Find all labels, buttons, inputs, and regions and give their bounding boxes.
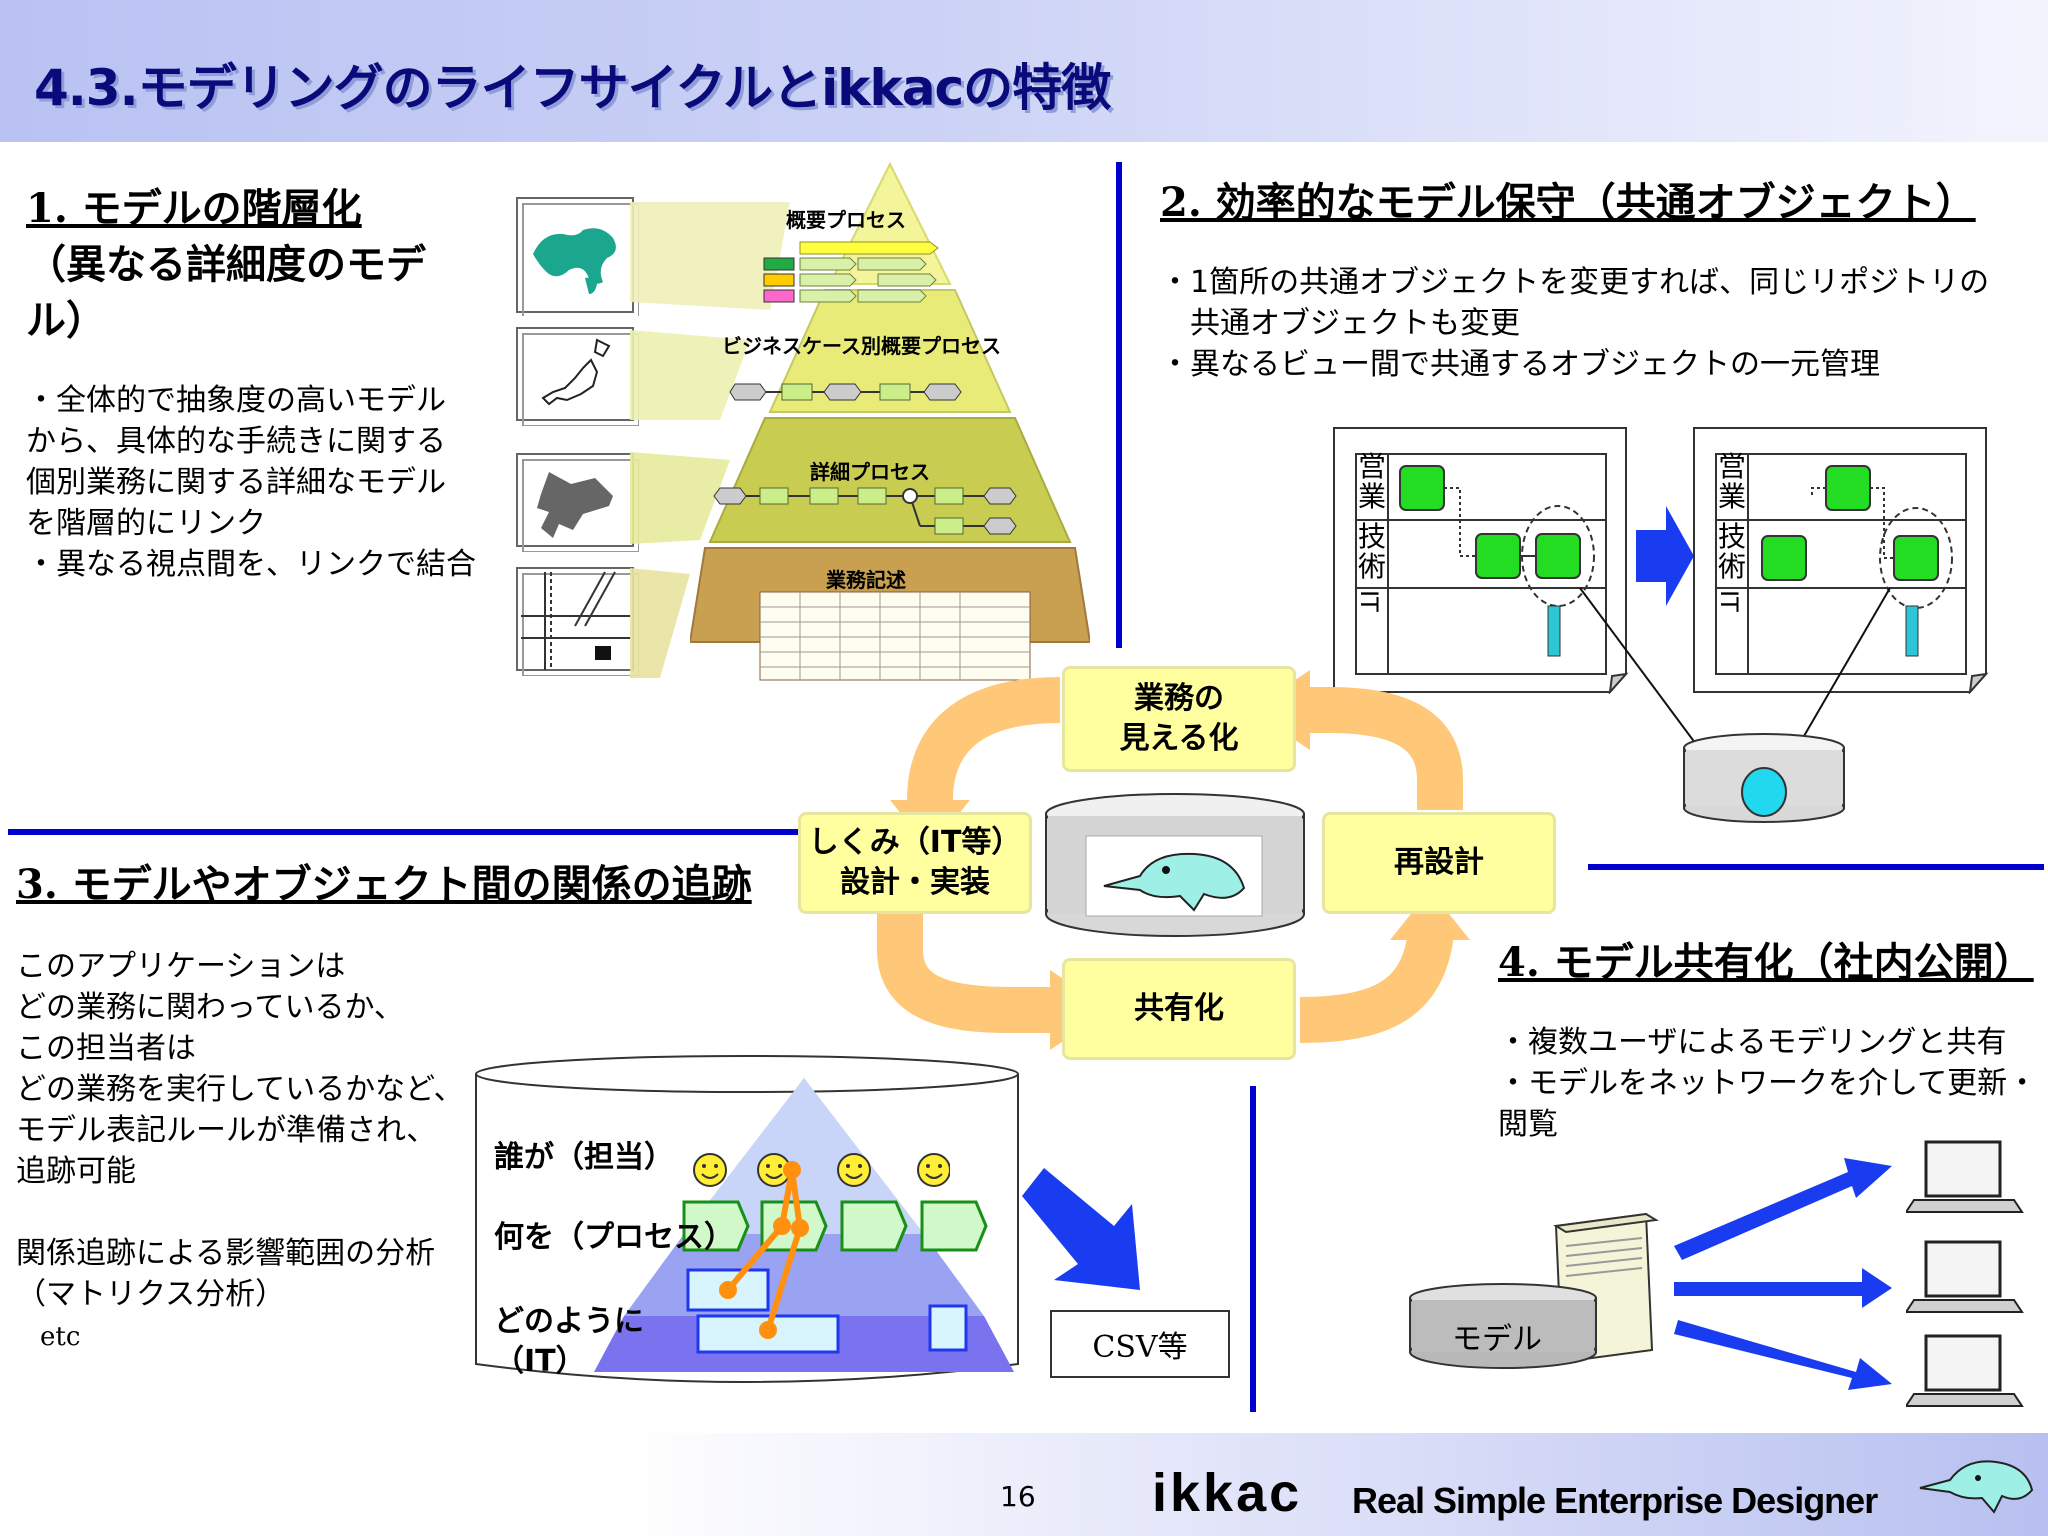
divider-horizontal-left xyxy=(8,829,820,835)
lane-sales-before: 営業 xyxy=(1358,450,1387,513)
page-number: 16 xyxy=(1000,1480,1036,1513)
lane-it-after: IT xyxy=(1715,590,1743,612)
layered-model-pyramid xyxy=(690,162,1090,681)
level-business-description-label: 業務記述 xyxy=(826,568,906,592)
blue-right-arrow-icon xyxy=(1636,506,1694,606)
cycle-step-redesign: 再設計 xyxy=(1322,812,1556,914)
sec2-body: ・1箇所の共通オブジェクトを変更すれば、同じリポジトリの 共通オブジェクトも変更… xyxy=(1160,265,1990,382)
world-map-icon xyxy=(516,197,639,316)
level-detail-label: 詳細プロセス xyxy=(810,460,930,484)
pyramid-level-beams xyxy=(630,202,790,678)
cycle-step-share: 共有化 xyxy=(1062,958,1296,1060)
lane-sales-after: 営業 xyxy=(1718,450,1747,513)
sec3-title: 3. モデルやオブジェクト間の関係の追跡 xyxy=(16,861,752,908)
people-icons xyxy=(693,1153,950,1187)
sec2-title: 2. 効率的なモデル保守（共通オブジェクト） xyxy=(1160,179,1976,226)
csv-export-box: CSV等 xyxy=(1050,1310,1230,1378)
model-label: モデル xyxy=(1452,1322,1542,1357)
slide-title: 4.3.モデリングのライフサイクルとikkacの特徴 xyxy=(34,59,1111,117)
hokkaido-map-icon xyxy=(516,453,639,552)
divider-vertical-top xyxy=(1116,162,1122,648)
japan-map-icon xyxy=(516,327,639,426)
footer-brand: ikkac xyxy=(1152,1463,1303,1523)
sec1-title-line3: ル） xyxy=(26,297,106,344)
sec3-body: このアプリケーションは どの業務に関わっているか、 この担当者は どの業務を実行… xyxy=(16,949,464,1312)
divider-vertical-bottom xyxy=(1250,1086,1256,1412)
footer-tagline: Real Simple Enterprise Designer xyxy=(1352,1480,1878,1521)
swimlane-view-after xyxy=(1693,427,1989,694)
footer-band xyxy=(0,1433,2048,1536)
level-business-case-label: ビジネスケース別概要プロセス xyxy=(722,334,1001,358)
trace-path-lines xyxy=(719,1161,809,1339)
lane-tech-before: 技術 xyxy=(1358,520,1387,583)
sec3-etc: etc xyxy=(40,1322,81,1352)
center-repository-mascot xyxy=(1045,793,1305,937)
export-arrow-icon xyxy=(1022,1168,1140,1290)
trace-label-what: 何を（プロセス） xyxy=(494,1220,734,1255)
header-band xyxy=(0,0,2048,142)
client-laptops xyxy=(1906,1140,2024,1407)
lane-it-before: IT xyxy=(1355,590,1383,612)
swimlane-view-before xyxy=(1333,427,1629,694)
cycle-step-visualize: 業務の 見える化 xyxy=(1062,666,1296,772)
process-chevrons xyxy=(682,1200,988,1252)
trace-label-how: どのように （IT） xyxy=(494,1304,644,1379)
network-arrows xyxy=(1674,1158,1892,1390)
ikkac-mascot-icon xyxy=(1919,1460,2034,1514)
street-map-icon xyxy=(516,567,639,676)
sec1-title-line1: 1. モデルの階層化 xyxy=(26,185,362,232)
shared-repository xyxy=(1579,587,1891,823)
model-server xyxy=(1409,1212,1659,1369)
sec4-body: ・複数ユーザによるモデリングと共有 ・モデルをネットワークを介して更新・ 閲覧 xyxy=(1498,1025,2038,1142)
sec1-title-line2: （異なる詳細度のモデ xyxy=(26,241,426,288)
level-overview-label: 概要プロセス xyxy=(786,208,906,232)
trace-label-who: 誰が（担当） xyxy=(494,1140,674,1175)
lane-tech-after: 技術 xyxy=(1718,520,1747,583)
divider-horizontal-right xyxy=(1588,864,2044,870)
cycle-step-implement: しくみ（IT等） 設計・実装 xyxy=(798,812,1032,914)
it-system-boxes xyxy=(686,1268,968,1354)
sec4-title: 4. モデル共有化（社内公開） xyxy=(1498,939,2034,986)
sec1-body: ・全体的で抽象度の高いモデル から、具体的な手続きに関する 個別業務に関する詳細… xyxy=(26,383,476,582)
